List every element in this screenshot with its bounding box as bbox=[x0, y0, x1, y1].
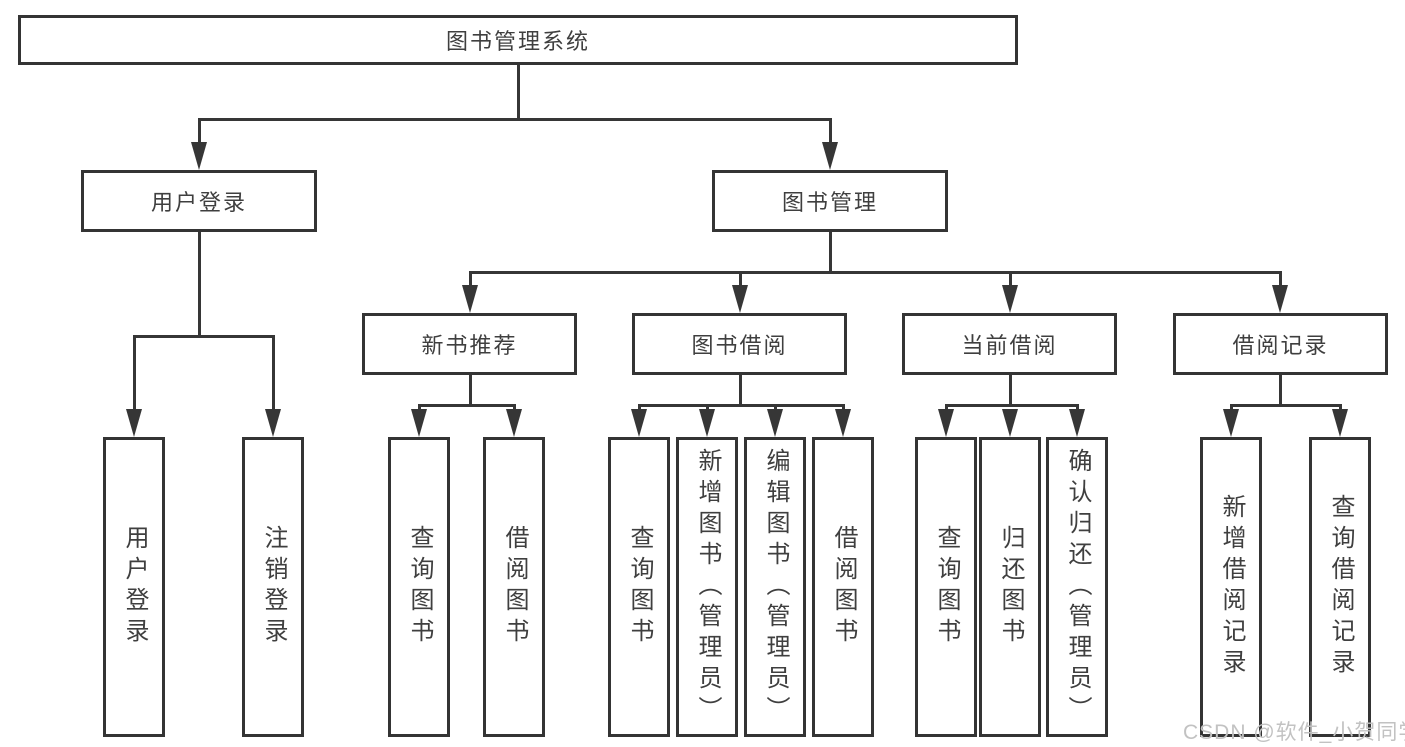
arrow-down-icon bbox=[126, 409, 142, 437]
connector-line bbox=[1008, 271, 1012, 289]
leaf-label: 确认归还（管理员） bbox=[1064, 447, 1091, 727]
arrow-down-icon bbox=[1223, 409, 1239, 437]
node-book-borrow: 图书借阅 bbox=[632, 313, 847, 375]
leaf-return-books: 归还图书 bbox=[979, 437, 1041, 737]
connector-line bbox=[197, 118, 832, 121]
connector-line bbox=[738, 271, 742, 289]
leaf-query-books-borrow: 查询图书 bbox=[608, 437, 670, 737]
node-user-login: 用户登录 bbox=[81, 170, 317, 232]
arrow-down-icon bbox=[1002, 285, 1018, 313]
arrow-down-icon bbox=[699, 409, 715, 437]
arrow-down-icon bbox=[732, 285, 748, 313]
connector-line bbox=[132, 335, 136, 413]
arrow-down-icon bbox=[1069, 409, 1085, 437]
connector-line bbox=[516, 65, 520, 121]
leaf-edit-books-admin: 编辑图书（管理员） bbox=[744, 437, 806, 737]
node-book-management: 图书管理 bbox=[712, 170, 948, 232]
leaf-query-books-recommend: 查询图书 bbox=[388, 437, 450, 737]
arrow-down-icon bbox=[767, 409, 783, 437]
leaf-label: 新增图书（管理员） bbox=[694, 447, 721, 727]
leaf-label: 查询图书 bbox=[933, 525, 960, 649]
leaf-label: 借阅图书 bbox=[501, 525, 528, 649]
connector-line bbox=[828, 232, 832, 274]
arrow-down-icon bbox=[191, 142, 207, 170]
leaf-borrow-books-recommend: 借阅图书 bbox=[483, 437, 545, 737]
connector-line bbox=[468, 271, 472, 289]
connector-line bbox=[637, 404, 845, 407]
arrow-down-icon bbox=[835, 409, 851, 437]
connector-line bbox=[1278, 375, 1282, 407]
node-current-borrow: 当前借阅 bbox=[902, 313, 1117, 375]
connector-line bbox=[828, 118, 832, 148]
connector-line bbox=[417, 404, 516, 407]
connector-line bbox=[468, 375, 472, 407]
leaf-add-books-admin: 新增图书（管理员） bbox=[676, 437, 738, 737]
connector-line bbox=[271, 335, 275, 413]
leaf-label: 新增借阅记录 bbox=[1218, 494, 1245, 680]
connector-line bbox=[1278, 271, 1282, 289]
leaf-user-login: 用户登录 bbox=[103, 437, 165, 737]
leaf-label: 借阅图书 bbox=[830, 525, 857, 649]
node-new-book-recommend: 新书推荐 bbox=[362, 313, 577, 375]
leaf-label: 查询借阅记录 bbox=[1327, 494, 1354, 680]
arrow-down-icon bbox=[462, 285, 478, 313]
connector-line bbox=[132, 335, 275, 338]
arrow-down-icon bbox=[265, 409, 281, 437]
node-borrow-records: 借阅记录 bbox=[1173, 313, 1388, 375]
arrow-down-icon bbox=[1272, 285, 1288, 313]
leaf-label: 查询图书 bbox=[406, 525, 433, 649]
leaf-add-borrow-record: 新增借阅记录 bbox=[1200, 437, 1262, 737]
connector-line bbox=[197, 118, 201, 148]
connector-line bbox=[197, 232, 201, 338]
node-library-system-root: 图书管理系统 bbox=[18, 15, 1018, 65]
csdn-watermark: CSDN @软件_小贺同学 bbox=[1183, 721, 1405, 744]
arrow-down-icon bbox=[411, 409, 427, 437]
leaf-label: 归还图书 bbox=[997, 525, 1024, 649]
arrow-down-icon bbox=[938, 409, 954, 437]
leaf-logout: 注销登录 bbox=[242, 437, 304, 737]
arrow-down-icon bbox=[1002, 409, 1018, 437]
connector-line bbox=[468, 271, 1282, 274]
leaf-borrow-books: 借阅图书 bbox=[812, 437, 874, 737]
leaf-confirm-return-admin: 确认归还（管理员） bbox=[1046, 437, 1108, 737]
arrow-down-icon bbox=[822, 142, 838, 170]
leaf-label: 编辑图书（管理员） bbox=[762, 447, 789, 727]
leaf-label: 注销登录 bbox=[260, 525, 287, 649]
arrow-down-icon bbox=[1332, 409, 1348, 437]
arrow-down-icon bbox=[631, 409, 647, 437]
connector-line bbox=[1008, 375, 1012, 407]
leaf-query-borrow-record: 查询借阅记录 bbox=[1309, 437, 1371, 737]
arrow-down-icon bbox=[506, 409, 522, 437]
leaf-label: 查询图书 bbox=[626, 525, 653, 649]
connector-line bbox=[738, 375, 742, 407]
connector-line bbox=[944, 404, 1079, 407]
connector-line bbox=[1229, 404, 1342, 407]
leaf-label: 用户登录 bbox=[121, 525, 148, 649]
leaf-query-books-current: 查询图书 bbox=[915, 437, 977, 737]
